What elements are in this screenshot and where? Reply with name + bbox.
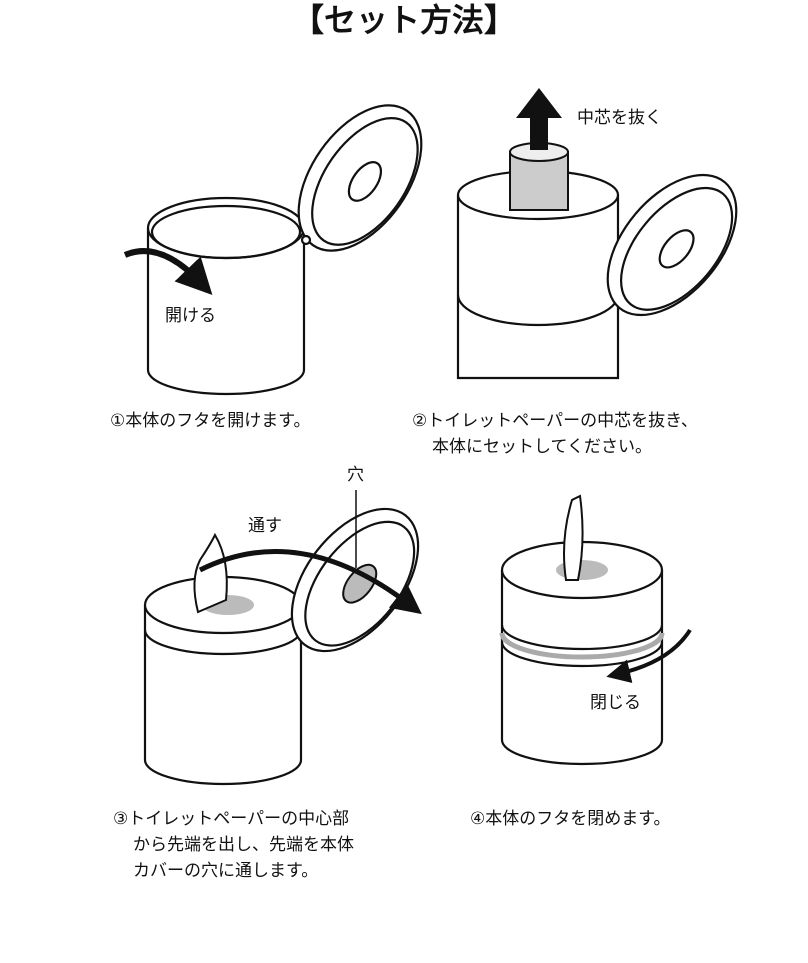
step1-caption: ①本体のフタを開けます。 (110, 408, 311, 434)
step1-illustration (123, 104, 423, 396)
open-lid (290, 507, 420, 653)
label-open: 開ける (165, 306, 216, 326)
step2-caption: ②トイレットペーパーの中芯を抜き、 本体にセットしてください。 (412, 408, 698, 460)
caption-line: ④本体のフタを閉めます。 (470, 809, 671, 829)
pull-up-arrow-icon (516, 88, 562, 150)
caption-line: 本体にセットしてください。 (432, 437, 652, 457)
label-close: 閉じる (590, 693, 641, 713)
open-arrow-icon (123, 248, 213, 296)
page-title: 【セット方法】 (291, 1, 516, 39)
thread-arrow-icon (198, 548, 422, 615)
step2-illustration (456, 88, 738, 380)
caption-line: ②トイレットペーパーの中芯を抜き、 (412, 411, 698, 431)
step4-caption: ④本体のフタを閉めます。 (470, 806, 671, 832)
label-thread: 通す (248, 516, 282, 536)
caption-line: ③トイレットペーパーの中心部 (113, 809, 350, 829)
label-remove-core: 中芯を抜く (577, 108, 662, 128)
caption-line: カバーの穴に通します。 (133, 861, 319, 881)
caption-line: から先端を出し、先端を本体 (133, 835, 354, 855)
open-lid (606, 173, 738, 317)
caption-line: ①本体のフタを開けます。 (110, 411, 311, 431)
step3-illustration (143, 490, 422, 786)
label-hole: 穴 (347, 465, 364, 485)
step4-illustration (499, 494, 692, 766)
close-arrow-icon (606, 628, 692, 683)
step3-caption: ③トイレットペーパーの中心部 から先端を出し、先端を本体 カバーの穴に通します。 (113, 806, 354, 884)
open-lid (297, 104, 423, 252)
